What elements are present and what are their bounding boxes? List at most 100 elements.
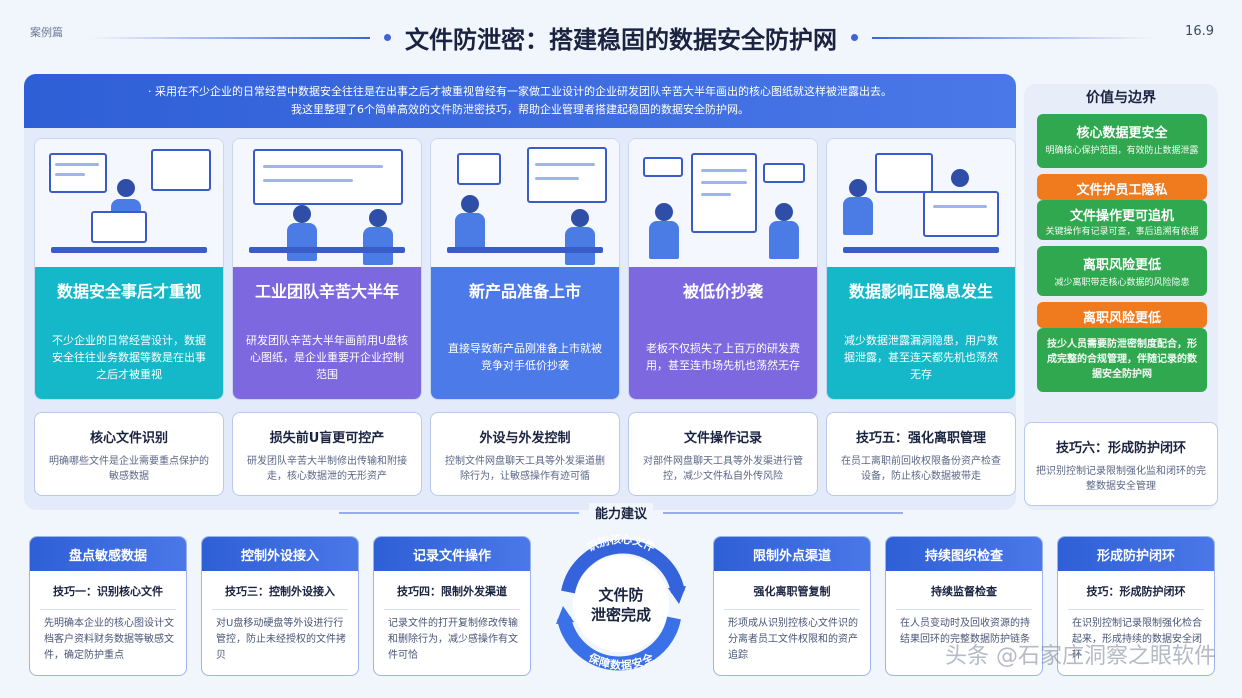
launch-illustration-icon	[431, 139, 619, 267]
tip-card-5: 技巧五：强化离职管理 在员工离职前回收权限备份资产检查设备，防止核心数据被带走	[826, 412, 1016, 496]
ability-card-sub: 技巧四：限制外发渠道	[397, 585, 507, 598]
cycle-top-text: 识别核心文件	[585, 532, 657, 554]
ability-card-desc: 在人员变动时及回收资源的持结果回环的完整数据防护链条	[900, 618, 1030, 645]
tip-description: 把识别控制记录限制强化监和闭环的完整数据安全管理	[1036, 466, 1206, 492]
top-left-label: 案例篇	[30, 26, 63, 39]
side-item-title: 文件操作更可追机	[1069, 209, 1174, 224]
intro-line-1: · 采用在不少企业的日常经营中数据安全往往是在出事之后才被重视曾经有一家做工业设…	[148, 85, 892, 98]
ability-card-divider	[896, 609, 1032, 610]
ability-card-4: 限制外点渠道 强化离职管复制 形项成从识别控核心文件识的分离者员工文件权限和的资…	[713, 536, 871, 676]
intro-banner: · 采用在不少企业的日常经营中数据安全往往是在出事之后才被重视曾经有一家做工业设…	[24, 74, 1016, 128]
side-item-boundary: 技少人员需要防泄密制度配合，形成完整的合规管理，伴随记录的数据安全防护网	[1037, 328, 1207, 392]
card-title: 被低价抄袭	[629, 267, 817, 313]
ability-line-right	[663, 511, 903, 514]
tip-description: 在员工离职前回收权限备份资产检查设备，防止核心数据被带走	[841, 456, 1001, 482]
side-item-desc: 减少离职带走核心数据的风险隐患	[1054, 278, 1190, 288]
side-item-desc: 关键操作有记录可查，事后追溯有依据	[1045, 227, 1199, 237]
side-item-desc: 明确核心保护范围，有效防止数据泄露	[1045, 146, 1199, 156]
ability-card-desc: 对U盘移动硬盘等外设进行行管控，防止未经授权的文件拷贝	[216, 618, 346, 661]
cycle-center-line-2: 泄密完成	[591, 606, 651, 624]
ability-card-header: 持续图织检查	[886, 537, 1042, 571]
copy-illustration-icon	[629, 139, 817, 267]
ability-card-header: 盘点敏感数据	[30, 537, 186, 571]
cycle-arrows-icon: 识别核心文件 保障数据安全 文件防 泄密完成	[556, 532, 686, 672]
scenario-card-3: 新产品准备上市 直接导致新产品刚准备上市就被竞争对手低价抄袭	[430, 138, 620, 400]
side-item-privacy: 文件护员工隐私	[1037, 174, 1207, 200]
ability-card-divider	[212, 609, 348, 610]
title-dot-left	[384, 34, 391, 41]
card-description: 研发团队辛苦大半年画前用U盘核心图纸，是企业重要开企业控制范围	[233, 313, 421, 399]
side-item-title: 核心数据更安全	[1076, 126, 1168, 141]
ability-card-desc: 形项成从识别控核心文件识的分离者员工文件权限和的资产追踪	[728, 618, 858, 661]
page-number: 16.9	[1185, 24, 1214, 39]
intro-line-2: 我这里整理了6个简单高效的文件防泄密技巧，帮助企业管理者搭建起稳固的数据安全防护…	[291, 103, 749, 116]
side-item-leave-risk-2: 离职风险更低	[1037, 302, 1207, 328]
ability-card-sub: 强化离职管复制	[753, 585, 831, 598]
ability-card-header: 限制外点渠道	[714, 537, 870, 571]
scenario-card-4: 被低价抄袭 老板不仅损失了上百万的研发费用，甚至连市场先机也荡然无存	[628, 138, 818, 400]
office-illustration-icon	[35, 139, 223, 267]
tip-title: 损失前U盲更可控产	[269, 431, 385, 446]
tip-card-3: 外设与外发控制 控制文件网盘聊天工具等外发渠道删除行为，让敏感操作有迹可循	[430, 412, 620, 496]
card-title: 工业团队辛苦大半年	[233, 267, 421, 313]
ability-card-sub: 技巧三：控制外设接入	[225, 585, 335, 598]
side-item-title: 文件护员工隐私	[1076, 183, 1168, 198]
cycle-diagram: 识别核心文件 保障数据安全 文件防 泄密完成	[538, 528, 704, 680]
page-title: 文件防泄密：搭建稳固的数据安全防护网	[405, 26, 837, 54]
tip-description: 研发团队辛苦大半制修出传输和附接走，核心数据泄的无形资产	[247, 456, 407, 482]
side-item-core-data: 核心数据更安全 明确核心保护范围，有效防止数据泄露	[1037, 114, 1207, 168]
svg-text:识别核心文件: 识别核心文件	[585, 532, 657, 554]
tip-card-2: 损失前U盲更可控产 研发团队辛苦大半制修出传输和附接走，核心数据泄的无形资产	[232, 412, 422, 496]
ability-card-divider	[724, 609, 860, 610]
card-description: 不少企业的日常经营设计，数据安全往往业务数据等数是在出事之后才被重视	[35, 313, 223, 399]
side-item-desc: 技少人员需要防泄密制度配合，形成完整的合规管理，伴随记录的数据安全防护网	[1047, 339, 1197, 380]
ability-card-divider	[1068, 609, 1204, 610]
ability-card-6: 形成防护闭环 技巧：形成防护闭环 在识别控制记录限制强化检合起来，形成持续的数据…	[1057, 536, 1215, 676]
ability-line-left	[338, 511, 579, 514]
ability-card-desc: 先明确本企业的核心图设计文档客户资料财务数据等敏感文件，确定防护重点	[44, 618, 174, 661]
side-item-title: 离职风险更低	[1082, 258, 1161, 273]
ability-card-divider	[40, 609, 176, 610]
card-description: 直接导致新产品刚准备上市就被竞争对手低价抄袭	[431, 313, 619, 399]
ability-card-1: 盘点敏感数据 技巧一：识别核心文件 先明确本企业的核心图设计文档客户资料财务数据…	[29, 536, 187, 676]
tip-description: 明确哪些文件是企业需要重点保护的敏感数据	[49, 456, 209, 482]
card-title: 数据影响正隐息发生	[827, 267, 1015, 313]
side-item-traceable: 文件操作更可追机 关键操作有记录可查，事后追溯有依据	[1037, 200, 1207, 240]
title-bar: 文件防泄密：搭建稳固的数据安全防护网	[0, 20, 1242, 55]
ability-card-desc: 记录文件的打开复制修改传输和删除行为，减少感操作有文件可恰	[388, 618, 518, 661]
title-divider-left	[90, 36, 370, 39]
ability-card-header: 形成防护闭环	[1058, 537, 1214, 571]
scenario-card-5: 数据影响正隐息发生 减少数据泄露漏洞隐患，用户数据泄露，甚至连天都先机也荡然无存	[826, 138, 1016, 400]
ability-card-3: 记录文件操作 技巧四：限制外发渠道 记录文件的打开复制修改传输和删除行为，减少感…	[373, 536, 531, 676]
tip-card-6: 技巧六：形成防护闭环 把识别控制记录限制强化监和闭环的完整数据安全管理	[1024, 422, 1218, 506]
title-divider-right	[872, 36, 1152, 39]
cycle-center-line-1: 文件防	[598, 586, 643, 604]
tip-title: 技巧五：强化离职管理	[855, 431, 986, 446]
watermark: 头条 @石家庄洞察之眼软件	[945, 644, 1216, 669]
tip-card-4: 文件操作记录 对部件网盘聊天工具等外发渠进行管控，减少文件私自外传风险	[628, 412, 818, 496]
ability-card-desc: 在识别控制记录限制强化检合起来，形成持续的数据安全闭环	[1072, 618, 1202, 661]
ability-card-header: 记录文件操作	[374, 537, 530, 571]
side-panel-title: 价值与边界	[1086, 90, 1156, 106]
tip-card-1: 核心文件识别 明确哪些文件是企业需要重点保护的敏感数据	[34, 412, 224, 496]
ability-card-5: 持续图织检查 持续监督检查 在人员变动时及回收资源的持结果回环的完整数据防护链条	[885, 536, 1043, 676]
tip-title: 外设与外发控制	[479, 431, 571, 446]
impact-illustration-icon	[827, 139, 1015, 267]
ability-label: 能力建议	[588, 503, 653, 522]
card-title: 数据安全事后才重视	[35, 267, 223, 313]
side-item-title: 离职风险更低	[1082, 311, 1161, 326]
ability-card-sub: 持续监督检查	[931, 585, 997, 598]
tip-description: 控制文件网盘聊天工具等外发渠道删除行为，让敏感操作有迹可循	[445, 456, 605, 482]
title-dot-right	[851, 34, 858, 41]
value-boundary-panel: 价值与边界 核心数据更安全 明确核心保护范围，有效防止数据泄露 文件护员工隐私 …	[1024, 84, 1218, 510]
card-description: 减少数据泄露漏洞隐患，用户数据泄露，甚至连天都先机也荡然无存	[827, 313, 1015, 399]
tip-title: 文件操作记录	[683, 431, 762, 446]
ability-card-sub: 技巧一：识别核心文件	[53, 585, 163, 598]
card-description: 老板不仅损失了上百万的研发费用，甚至连市场先机也荡然无存	[629, 313, 817, 399]
main-panel: · 采用在不少企业的日常经营中数据安全往往是在出事之后才被重视曾经有一家做工业设…	[24, 74, 1016, 510]
tip-title: 核心文件识别	[89, 431, 168, 446]
ability-card-header: 控制外设接入	[202, 537, 358, 571]
scenario-card-2: 工业团队辛苦大半年 研发团队辛苦大半年画前用U盘核心图纸，是企业重要开企业控制范…	[232, 138, 422, 400]
tip-description: 对部件网盘聊天工具等外发渠进行管控，减少文件私自外传风险	[643, 456, 803, 482]
ability-card-sub: 技巧：形成防护闭环	[1086, 585, 1186, 598]
